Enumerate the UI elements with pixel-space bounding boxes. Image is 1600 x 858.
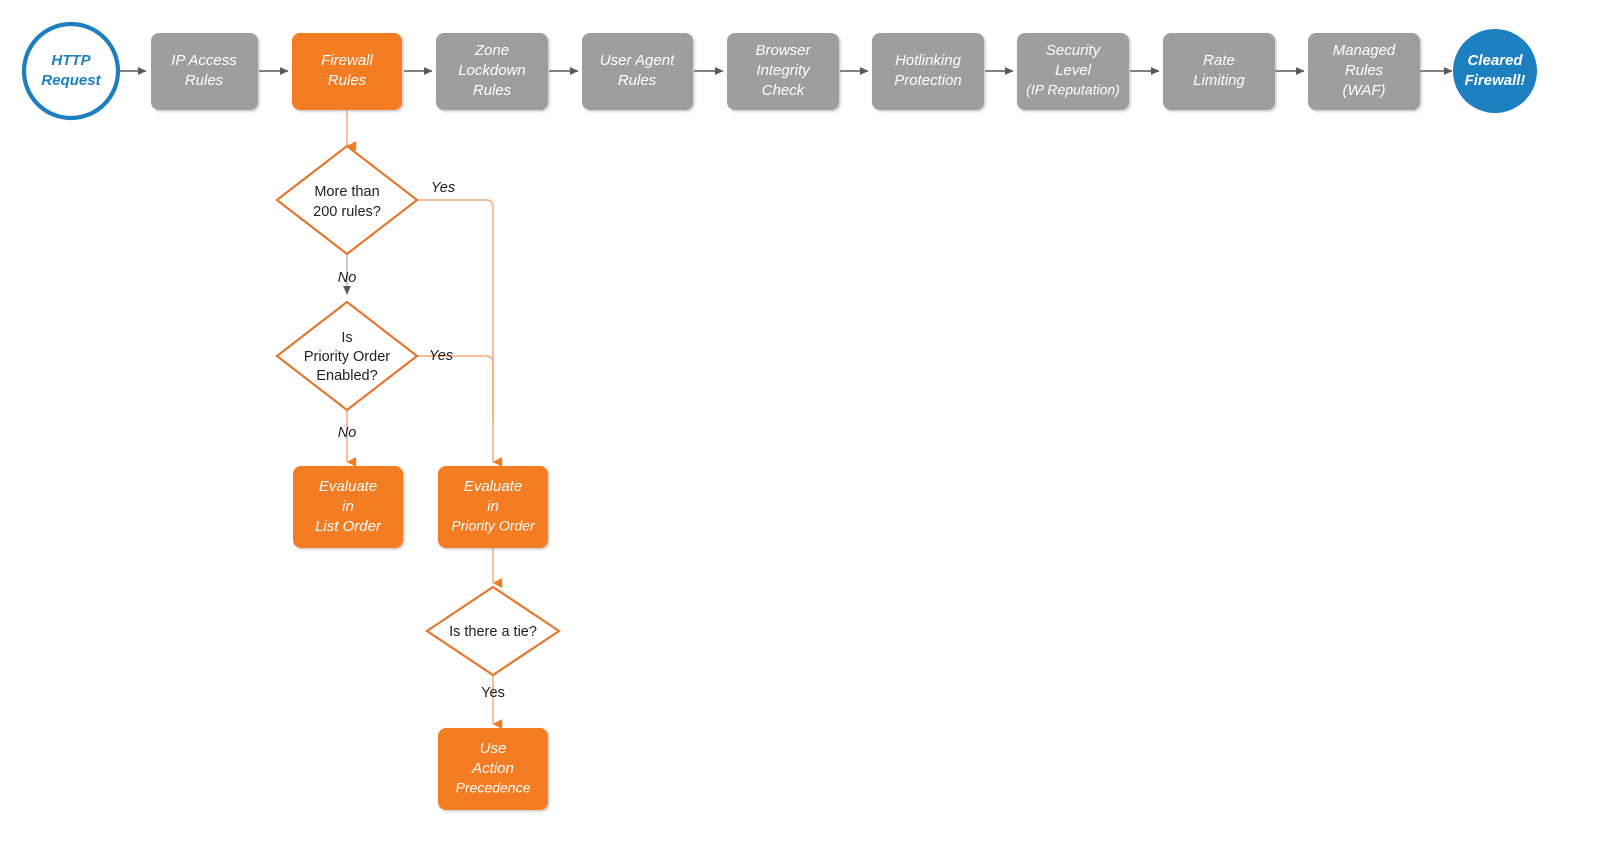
security-level-label-line-1: Security xyxy=(1046,42,1102,59)
edge-label-priority-order-no: No xyxy=(338,425,357,441)
result-evaluate-list-order[interactable]: Evaluate in List Order xyxy=(293,466,403,548)
security-level-box[interactable] xyxy=(1017,33,1129,110)
evaluate-priority-order-label-line-1: Evaluate xyxy=(464,478,522,495)
browser-integrity-check-label-line-3: Check xyxy=(762,82,806,99)
firewall-rules-box[interactable] xyxy=(292,33,402,110)
edge-label-200-rules-no: No xyxy=(338,270,357,286)
connector-decision-200-rules-yes xyxy=(417,199,503,467)
hotlinking-protection-box[interactable] xyxy=(872,33,984,110)
more-than-200-rules-diamond[interactable] xyxy=(275,144,419,256)
is-there-a-tie-diamond[interactable] xyxy=(425,585,561,677)
firewall-rules-label-line-2: Rules xyxy=(328,72,367,89)
ip-access-rules-box[interactable] xyxy=(151,33,258,110)
user-agent-rules-label-line-1: User Agent xyxy=(600,52,675,69)
cleared-firewall-label-line-1: Cleared xyxy=(1467,52,1523,69)
rate-limiting-label-line-2: Limiting xyxy=(1193,72,1245,89)
browser-integrity-check-label-line-2: Integrity xyxy=(756,62,811,79)
branch-connectors xyxy=(343,110,503,729)
security-level-label-line-2: Level xyxy=(1055,62,1092,79)
managed-rules-waf-label-line-3: (WAF) xyxy=(1342,82,1385,99)
user-agent-rules-box[interactable] xyxy=(582,33,693,110)
managed-rules-waf-label-line-1: Managed xyxy=(1333,42,1396,59)
result-evaluate-priority-order[interactable]: Evaluate in Priority Order xyxy=(438,466,548,548)
stage-managed-rules-waf[interactable]: Managed Rules (WAF) xyxy=(1308,33,1420,110)
cleared-firewall-label-line-2: Firewall! xyxy=(1465,72,1526,89)
evaluate-priority-order-label-line-3: Priority Order xyxy=(451,518,536,534)
use-action-precedence-label-line-1: Use xyxy=(480,740,507,757)
http-request-label-line-1: HTTP xyxy=(51,52,91,69)
rate-limiting-label-line-1: Rate xyxy=(1203,52,1235,69)
zone-lockdown-rules-label-line-3: Rules xyxy=(473,82,512,99)
use-action-precedence-label-line-2: Action xyxy=(471,760,514,777)
hotlinking-protection-label-line-2: Protection xyxy=(894,72,962,89)
use-action-precedence-box[interactable] xyxy=(438,728,548,810)
zone-lockdown-rules-box[interactable] xyxy=(436,33,548,110)
node-cleared-firewall[interactable]: Cleared Firewall! xyxy=(1453,29,1537,113)
is-priority-order-enabled-label-line-2: Priority Order xyxy=(304,349,390,365)
http-request-label-line-2: Request xyxy=(41,72,101,89)
stage-zone-lockdown-rules[interactable]: Zone Lockdown Rules xyxy=(436,33,548,110)
is-there-a-tie-label-line-1: Is there a tie? xyxy=(449,624,537,640)
is-priority-order-enabled-label-line-3: Enabled? xyxy=(316,368,377,384)
evaluate-priority-order-box[interactable] xyxy=(438,466,548,548)
evaluate-list-order-label-line-1: Evaluate xyxy=(319,478,377,495)
zone-lockdown-rules-label-line-2: Lockdown xyxy=(458,62,526,79)
evaluate-list-order-label-line-3: List Order xyxy=(315,518,382,535)
is-priority-order-enabled-label-line-1: Is xyxy=(341,330,352,346)
stage-hotlinking-protection[interactable]: Hotlinking Protection xyxy=(872,33,984,110)
browser-integrity-check-label-line-1: Browser xyxy=(755,42,811,59)
more-than-200-rules-label-line-2: 200 rules? xyxy=(313,204,381,220)
decision-is-priority-order-enabled[interactable]: Is Priority Order Enabled? xyxy=(275,300,419,412)
stage-firewall-rules[interactable]: Firewall Rules xyxy=(292,33,402,110)
edge-label-tie-yes: Yes xyxy=(481,685,505,701)
node-http-request[interactable]: HTTP Request xyxy=(21,21,121,121)
decision-is-there-a-tie[interactable]: Is there a tie? xyxy=(425,585,561,677)
rate-limiting-box[interactable] xyxy=(1163,33,1275,110)
decision-more-than-200-rules[interactable]: More than 200 rules? xyxy=(275,144,419,256)
stage-ip-access-rules[interactable]: IP Access Rules xyxy=(151,33,258,110)
managed-rules-waf-label-line-2: Rules xyxy=(1345,62,1384,79)
edge-label-priority-order-yes: Yes xyxy=(429,348,453,364)
evaluate-list-order-label-line-2: in xyxy=(342,498,354,515)
security-level-label-line-3: (IP Reputation) xyxy=(1026,82,1120,98)
stage-browser-integrity-check[interactable]: Browser Integrity Check xyxy=(727,33,839,110)
stage-rate-limiting[interactable]: Rate Limiting xyxy=(1163,33,1275,110)
stage-security-level[interactable]: Security Level (IP Reputation) xyxy=(1017,33,1129,110)
http-request-circle[interactable] xyxy=(21,21,121,121)
evaluate-list-order-box[interactable] xyxy=(293,466,403,548)
result-use-action-precedence[interactable]: Use Action Precedence xyxy=(438,728,548,810)
browser-integrity-check-box[interactable] xyxy=(727,33,839,110)
more-than-200-rules-label-line-1: More than xyxy=(314,184,379,200)
ip-access-rules-label-line-1: IP Access xyxy=(171,52,237,69)
evaluate-priority-order-label-line-2: in xyxy=(487,498,499,515)
is-priority-order-enabled-diamond[interactable] xyxy=(275,300,419,412)
connector-decision-priority-order-yes xyxy=(417,355,494,420)
ip-access-rules-label-line-2: Rules xyxy=(185,72,224,89)
use-action-precedence-label-line-3: Precedence xyxy=(456,780,531,796)
edge-label-200-rules-yes: Yes xyxy=(431,180,455,196)
managed-rules-waf-box[interactable] xyxy=(1308,33,1420,110)
firewall-rules-label-line-1: Firewall xyxy=(321,52,373,69)
zone-lockdown-rules-label-line-1: Zone xyxy=(474,42,509,59)
stage-user-agent-rules[interactable]: User Agent Rules xyxy=(582,33,693,110)
user-agent-rules-label-line-2: Rules xyxy=(618,72,657,89)
cleared-firewall-circle[interactable] xyxy=(1453,29,1537,113)
hotlinking-protection-label-line-1: Hotlinking xyxy=(895,52,962,69)
